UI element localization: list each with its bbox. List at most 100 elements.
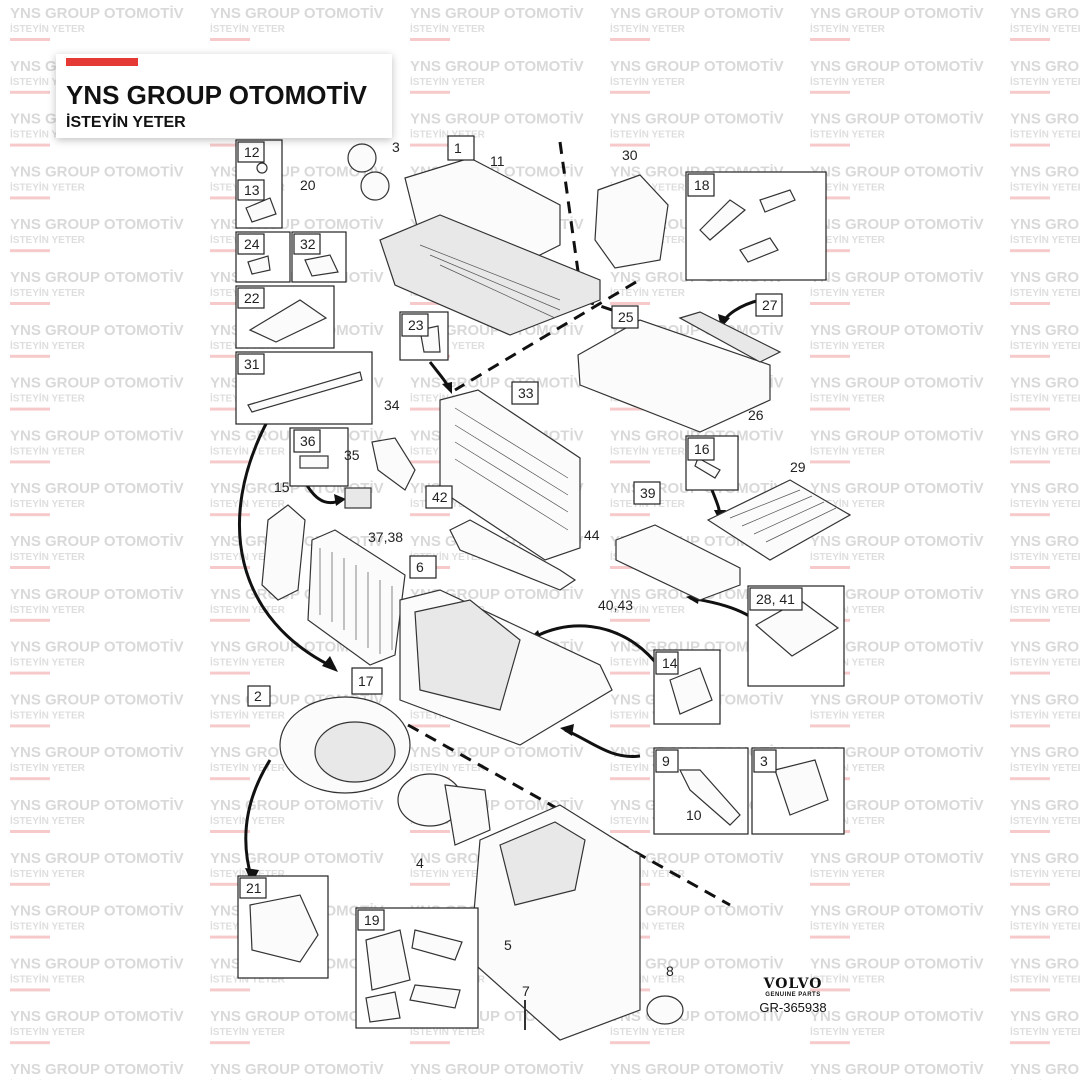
callout-1: 1 bbox=[447, 135, 475, 161]
volvo-logo: VOLVO bbox=[763, 976, 823, 992]
brand-accent-bar bbox=[66, 58, 138, 66]
callout-28-41: 28, 41 bbox=[749, 587, 803, 611]
callout-label: 40,43 bbox=[598, 597, 633, 613]
callout-6: 6 bbox=[409, 555, 437, 579]
callout-13: 13 bbox=[237, 179, 265, 201]
callout-number: 25 bbox=[618, 309, 634, 325]
callout-box bbox=[237, 179, 265, 201]
callout-number: 19 bbox=[364, 912, 380, 928]
callout-number: 32 bbox=[300, 236, 316, 252]
callout-label: 4 bbox=[416, 855, 424, 871]
callout-box bbox=[293, 233, 321, 255]
callout-label: 34 bbox=[384, 397, 400, 413]
callout-label: 30 bbox=[622, 147, 638, 163]
callout-14: 14 bbox=[655, 651, 679, 675]
callout-box bbox=[687, 173, 715, 197]
callout-number: 22 bbox=[244, 290, 260, 306]
callout-label: 29 bbox=[790, 459, 806, 475]
callout-box bbox=[755, 293, 783, 317]
callout-number: 9 bbox=[662, 753, 670, 769]
callout-number: 6 bbox=[416, 559, 424, 575]
callout-number: 13 bbox=[244, 182, 260, 198]
callout-box bbox=[293, 429, 321, 453]
diagram-reference: GR-365938 bbox=[759, 1000, 827, 1015]
callout-42: 42 bbox=[425, 485, 453, 509]
callout-number: 24 bbox=[244, 236, 260, 252]
oem-logo: VOLVO GENUINE PARTS GR-365938 bbox=[748, 976, 838, 1015]
brand-subtitle: İSTEYİN YETER bbox=[66, 114, 186, 131]
callout-label: 5 bbox=[504, 937, 512, 953]
callout-number: 3 bbox=[760, 753, 768, 769]
callout-9: 9 bbox=[655, 749, 679, 773]
callout-box bbox=[511, 381, 539, 405]
callout-number: 2 bbox=[254, 688, 262, 704]
callout-36: 36 bbox=[293, 429, 321, 453]
callout-label: 20 bbox=[300, 177, 316, 193]
callout-box bbox=[753, 749, 777, 773]
callout-box bbox=[237, 233, 265, 255]
callout-number: 16 bbox=[694, 441, 710, 457]
callout-label: 11 bbox=[490, 153, 505, 169]
callout-number: 36 bbox=[300, 433, 316, 449]
callout-number: 42 bbox=[432, 489, 448, 505]
callout-16: 16 bbox=[687, 437, 715, 461]
callout-19: 19 bbox=[357, 909, 385, 931]
callout-number: 23 bbox=[408, 317, 424, 333]
callout-31: 31 bbox=[237, 353, 265, 375]
callout-label: 7 bbox=[522, 983, 530, 999]
callout-label: 35 bbox=[344, 447, 360, 463]
callout-number: 12 bbox=[244, 144, 260, 160]
callout-number: 28, 41 bbox=[756, 591, 795, 607]
callout-box bbox=[401, 313, 429, 337]
callout-label: 10 bbox=[686, 807, 702, 823]
callout-number: 31 bbox=[244, 356, 260, 372]
callout-number: 33 bbox=[518, 385, 534, 401]
callout-39: 39 bbox=[633, 481, 661, 505]
callout-box bbox=[237, 141, 265, 163]
callout-25: 25 bbox=[611, 305, 639, 329]
callout-box bbox=[655, 651, 679, 675]
callout-27: 27 bbox=[755, 293, 783, 317]
callout-23: 23 bbox=[401, 313, 429, 337]
callout-21: 21 bbox=[239, 877, 267, 899]
callout-box bbox=[351, 667, 383, 695]
callout-box bbox=[447, 135, 475, 161]
callout-label: 37,38 bbox=[368, 529, 403, 545]
callout-box bbox=[357, 909, 385, 931]
brand-title: YNS GROUP OTOMOTİV bbox=[66, 80, 367, 110]
callout-box bbox=[611, 305, 639, 329]
callout-17: 17 bbox=[351, 667, 383, 695]
callout-box bbox=[687, 437, 715, 461]
callout-2: 2 bbox=[247, 685, 271, 707]
callout-number: 1 bbox=[454, 140, 462, 156]
callout-box bbox=[655, 749, 679, 773]
callout-box bbox=[633, 481, 661, 505]
callout-label: 8 bbox=[666, 963, 674, 979]
callout-number: 14 bbox=[662, 655, 678, 671]
callout-12: 12 bbox=[237, 141, 265, 163]
callout-number: 39 bbox=[640, 485, 656, 501]
callout-32: 32 bbox=[293, 233, 321, 255]
callout-box bbox=[425, 485, 453, 509]
callout-18: 18 bbox=[687, 173, 715, 197]
callout-box bbox=[749, 587, 803, 611]
callout-number: 18 bbox=[694, 177, 710, 193]
callout-box bbox=[247, 685, 271, 707]
callout-number: 21 bbox=[246, 880, 262, 896]
callout-number: 27 bbox=[762, 297, 778, 313]
callout-24: 24 bbox=[237, 233, 265, 255]
callout-33: 33 bbox=[511, 381, 539, 405]
part-sketches bbox=[261, 143, 852, 1041]
callout-label: 3 bbox=[392, 139, 400, 155]
brand-card: YNS GROUP OTOMOTİV İSTEYİN YETER bbox=[56, 54, 392, 138]
genuine-parts-tagline: GENUINE PARTS bbox=[765, 992, 821, 998]
callout-box bbox=[237, 353, 265, 375]
callout-label: 44 bbox=[584, 527, 600, 543]
callout-3: 3 bbox=[753, 749, 777, 773]
callout-number: 17 bbox=[358, 673, 374, 689]
callout-22: 22 bbox=[237, 287, 265, 309]
callout-label: 26 bbox=[748, 407, 764, 423]
